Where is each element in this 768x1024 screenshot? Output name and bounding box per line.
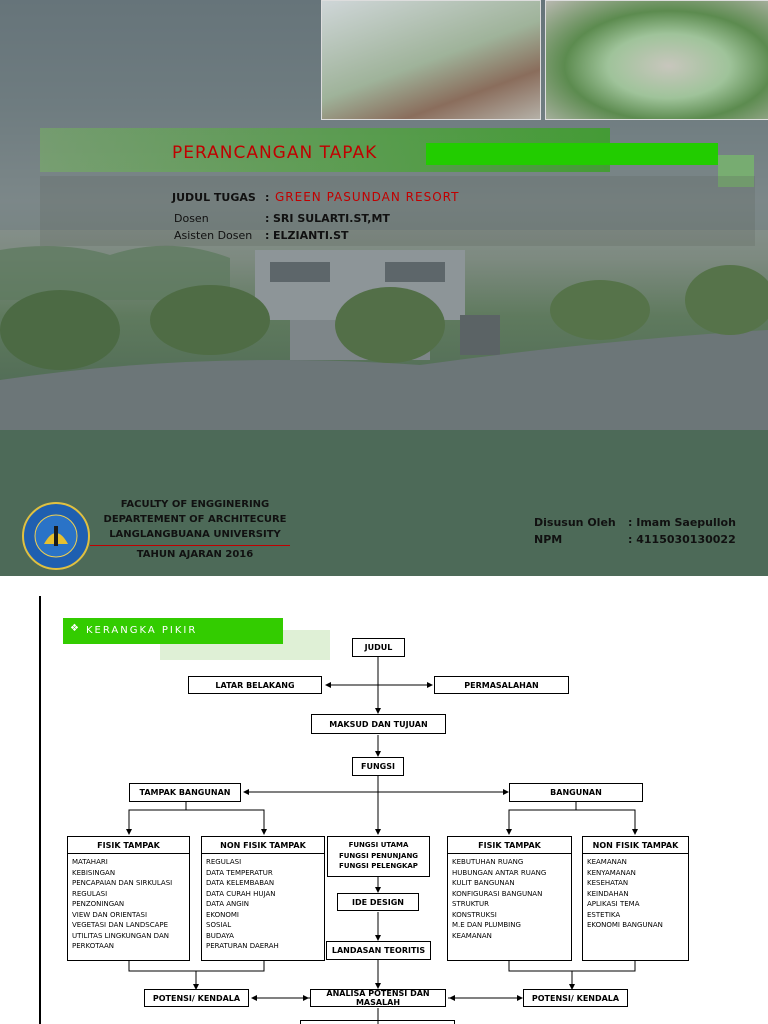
npm-value: : 4115030130022: [628, 533, 736, 546]
list-item: UTILITAS LINGKUNGAN DAN PERKOTAAN: [72, 931, 169, 951]
next-node-partial: [300, 1020, 455, 1024]
node-potensi-kendala-left: POTENSI/ KENDALA: [144, 989, 249, 1007]
list-item: M.E DAN PLUMBING: [452, 921, 521, 929]
non-fisik-right-list: KEAMANAN KENYAMANAN KESEHATAN KEINDAHAN …: [582, 853, 689, 961]
faculty-line-2: DEPARTEMENT OF ARCHITECURE: [103, 514, 287, 525]
non-fisik-right-title: NON FISIK TAMPAK: [582, 836, 689, 853]
fungsi-list-box: FUNGSI UTAMA FUNGSI PENUNJANG FUNGSI PEL…: [327, 836, 430, 877]
node-maksud-tujuan: MAKSUD DAN TUJUAN: [311, 714, 446, 734]
list-item: APLIKASI TEMA: [587, 900, 640, 908]
info-panel: [40, 176, 755, 246]
list-item: HUBUNGAN ANTAR RUANG: [452, 868, 547, 877]
list-item: BUDAYA: [206, 931, 234, 940]
list-item: EKONOMI: [206, 910, 239, 919]
diamond-bullet-icon: ❖: [70, 623, 79, 634]
green-accent-bar: [426, 143, 718, 165]
list-item: REGULASI: [72, 889, 108, 898]
academic-year: TAHUN AJARAN 2016: [136, 549, 254, 560]
list-item: KESEHATAN: [587, 879, 629, 887]
list-item: DATA ANGIN: [206, 900, 250, 908]
green-accent-block: [718, 155, 754, 187]
fisik-tampak-left-list: MATAHARI KEBISINGAN PENCAPAIAN DAN SIRKU…: [67, 853, 190, 961]
list-item: FUNGSI PELENGKAP: [339, 862, 418, 870]
list-item: ESTETIKA: [587, 910, 621, 919]
flow-connectors: [126, 657, 638, 1024]
red-divider: [90, 545, 290, 546]
row-sep-dosen: :: [265, 212, 270, 225]
list-item: PENCAPAIAN DAN SIRKULASI: [72, 879, 173, 887]
row-label-judul: JUDUL TUGAS: [172, 191, 256, 204]
non-fisik-left-title: NON FISIK TAMPAK: [201, 836, 325, 853]
row-sep-asisten: :: [265, 229, 270, 242]
list-item: SOSIAL: [206, 921, 232, 929]
list-item: EKONOMI BANGUNAN: [587, 921, 663, 929]
list-item: DATA CURAH HUJAN: [206, 889, 276, 898]
assistant-name: ELZIANTI.ST: [273, 229, 349, 242]
list-item: MATAHARI: [72, 858, 108, 866]
section-header-bar: [63, 618, 283, 644]
list-item: KENYAMANAN: [587, 868, 636, 877]
list-item: FUNGSI UTAMA: [348, 841, 409, 849]
lecturer-name: SRI SULARTI.ST,MT: [273, 212, 390, 225]
list-item: STRUKTUR: [452, 900, 490, 908]
fisik-tampak-right-title: FISIK TAMPAK: [447, 836, 572, 853]
slide-title: PERANCANGAN TAPAK: [172, 143, 378, 163]
faculty-line-3: LANGLANGBUANA UNIVERSITY: [109, 529, 281, 540]
node-tampak-bangunan: TAMPAK BANGUNAN: [129, 783, 241, 802]
list-item: VEGETASI DAN LANDSCAPE: [72, 921, 169, 929]
node-potensi-kendala-right: POTENSI/ KENDALA: [523, 989, 628, 1007]
node-judul: JUDUL: [352, 638, 405, 657]
list-item: FUNGSI PENUNJANG: [338, 851, 419, 860]
faculty-line-1: FACULTY OF ENGGINERING: [120, 499, 270, 510]
list-item: VIEW DAN ORIENTASI: [72, 910, 148, 919]
list-item: KULIT BANGUNAN: [452, 879, 515, 887]
project-title: GREEN PASUNDAN RESORT: [275, 190, 460, 204]
node-fungsi: FUNGSI: [352, 757, 404, 776]
list-item: DATA TEMPERATUR: [206, 868, 273, 877]
university-logo-icon: [22, 502, 90, 570]
left-border-line: [39, 596, 41, 1024]
row-label-dosen: Dosen: [174, 212, 209, 225]
list-item: KEBISINGAN: [72, 868, 116, 877]
list-item: REGULASI: [206, 858, 242, 866]
list-item: PENZONINGAN: [72, 900, 125, 908]
title-slide: PERANCANGAN TAPAK JUDUL TUGAS : GREEN PA…: [0, 0, 768, 576]
fisik-tampak-right-list: KEBUTUHAN RUANG HUBUNGAN ANTAR RUANG KUL…: [447, 853, 572, 961]
list-item: KEAMANAN: [452, 931, 492, 940]
section-title: KERANGKA PIKIR: [86, 625, 198, 636]
node-permasalahan: PERMASALAHAN: [434, 676, 569, 694]
row-sep-judul: :: [265, 191, 270, 204]
list-item: KEBUTUHAN RUANG: [452, 858, 524, 866]
node-latar-belakang: LATAR BELAKANG: [188, 676, 322, 694]
node-bangunan: BANGUNAN: [509, 783, 643, 802]
resort-photo-2: [545, 0, 768, 120]
node-analisa-potensi: ANALISA POTENSI DAN MASALAH: [310, 989, 446, 1007]
list-item: DATA KELEMBABAN: [206, 879, 275, 887]
list-item: KEAMANAN: [587, 858, 627, 866]
fisik-tampak-left-title: FISIK TAMPAK: [67, 836, 190, 853]
npm-label: NPM: [534, 533, 563, 546]
node-landasan-teoritis: LANDASAN TEORITIS: [326, 941, 431, 960]
author-label: Disusun Oleh: [534, 516, 616, 529]
resort-photo-1: [321, 0, 541, 120]
list-item: KONSTRUKSI: [452, 910, 497, 919]
non-fisik-left-list: REGULASI DATA TEMPERATUR DATA KELEMBABAN…: [201, 853, 325, 961]
list-item: KONFIGURASI BANGUNAN: [452, 889, 543, 898]
node-ide-design: IDE DESIGN: [337, 893, 419, 911]
list-item: PERATURAN DAERAH: [206, 942, 279, 950]
list-item: KEINDAHAN: [587, 889, 629, 898]
author-value: : Imam Saepulloh: [628, 516, 736, 529]
row-label-asisten: Asisten Dosen: [174, 229, 253, 242]
